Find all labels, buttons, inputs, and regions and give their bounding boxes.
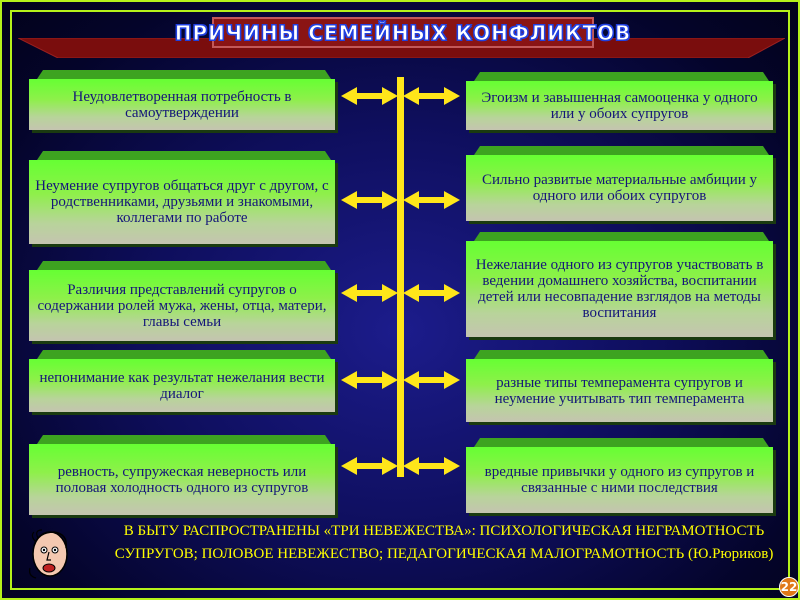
footer-note: В БЫТУ РАСПРОСТРАНЕНЫ «ТРИ НЕВЕЖЕСТВА»: …: [114, 523, 774, 562]
double-arrow-right: [403, 87, 460, 105]
inner-frame: [10, 10, 790, 590]
cause-box-right: Нежелание одного из супругов участвовать…: [466, 232, 773, 337]
double-arrow-left: [341, 457, 398, 475]
cause-text: разные типы темперамента супругов и неум…: [494, 374, 745, 407]
cause-box-left: Неудовлетворенная потребность в самоутве…: [29, 70, 335, 130]
double-arrow-left: [341, 87, 398, 105]
cause-text: Неудовлетворенная потребность в самоутве…: [72, 88, 292, 121]
cause-box-right: Эгоизм и завышенная самооценка у одного …: [466, 72, 773, 130]
cause-box-right: Сильно развитые материальные амбиции у о…: [466, 146, 773, 221]
cause-text: Нежелание одного из супругов участвовать…: [475, 257, 764, 321]
central-connector: [397, 77, 404, 477]
cause-box-left: Неумение супругов общаться друг с другом…: [29, 151, 335, 244]
page-number-badge: 22: [779, 577, 799, 597]
cause-text: Сильно развитые материальные амбиции у о…: [481, 172, 758, 204]
cause-text: вредные привычки у одного из супругов и …: [484, 464, 755, 496]
double-arrow-right: [403, 191, 460, 209]
cause-box-left: ревность, супружеская неверность или пол…: [29, 435, 335, 515]
double-arrow-right: [403, 371, 460, 389]
double-arrow-right: [403, 457, 460, 475]
cause-box-left: непонимание как результат нежелания вест…: [29, 350, 335, 412]
cause-text: Различия представлений супругов о содерж…: [37, 281, 327, 330]
title-box: ПРИЧИНЫ СЕМЕЙНЫХ КОНФЛИКТОВ: [174, 17, 632, 48]
thinking-face-icon: [29, 529, 68, 579]
double-arrow-left: [341, 371, 398, 389]
double-arrow-left: [341, 284, 398, 302]
cause-text: ревность, супружеская неверность или пол…: [55, 463, 309, 496]
cause-text: Неумение супругов общаться друг с другом…: [35, 178, 329, 226]
cause-box-right: вредные привычки у одного из супругов и …: [466, 438, 773, 513]
cause-box-left: Различия представлений супругов о содерж…: [29, 261, 335, 341]
cause-text: непонимание как результат нежелания вест…: [39, 369, 325, 402]
cause-box-right: разные типы темперамента супругов и неум…: [466, 350, 773, 422]
cause-text: Эгоизм и завышенная самооценка у одного …: [481, 89, 758, 122]
slide-title: ПРИЧИНЫ СЕМЕЙНЫХ КОНФЛИКТОВ: [174, 20, 632, 45]
double-arrow-left: [341, 191, 398, 209]
double-arrow-right: [403, 284, 460, 302]
